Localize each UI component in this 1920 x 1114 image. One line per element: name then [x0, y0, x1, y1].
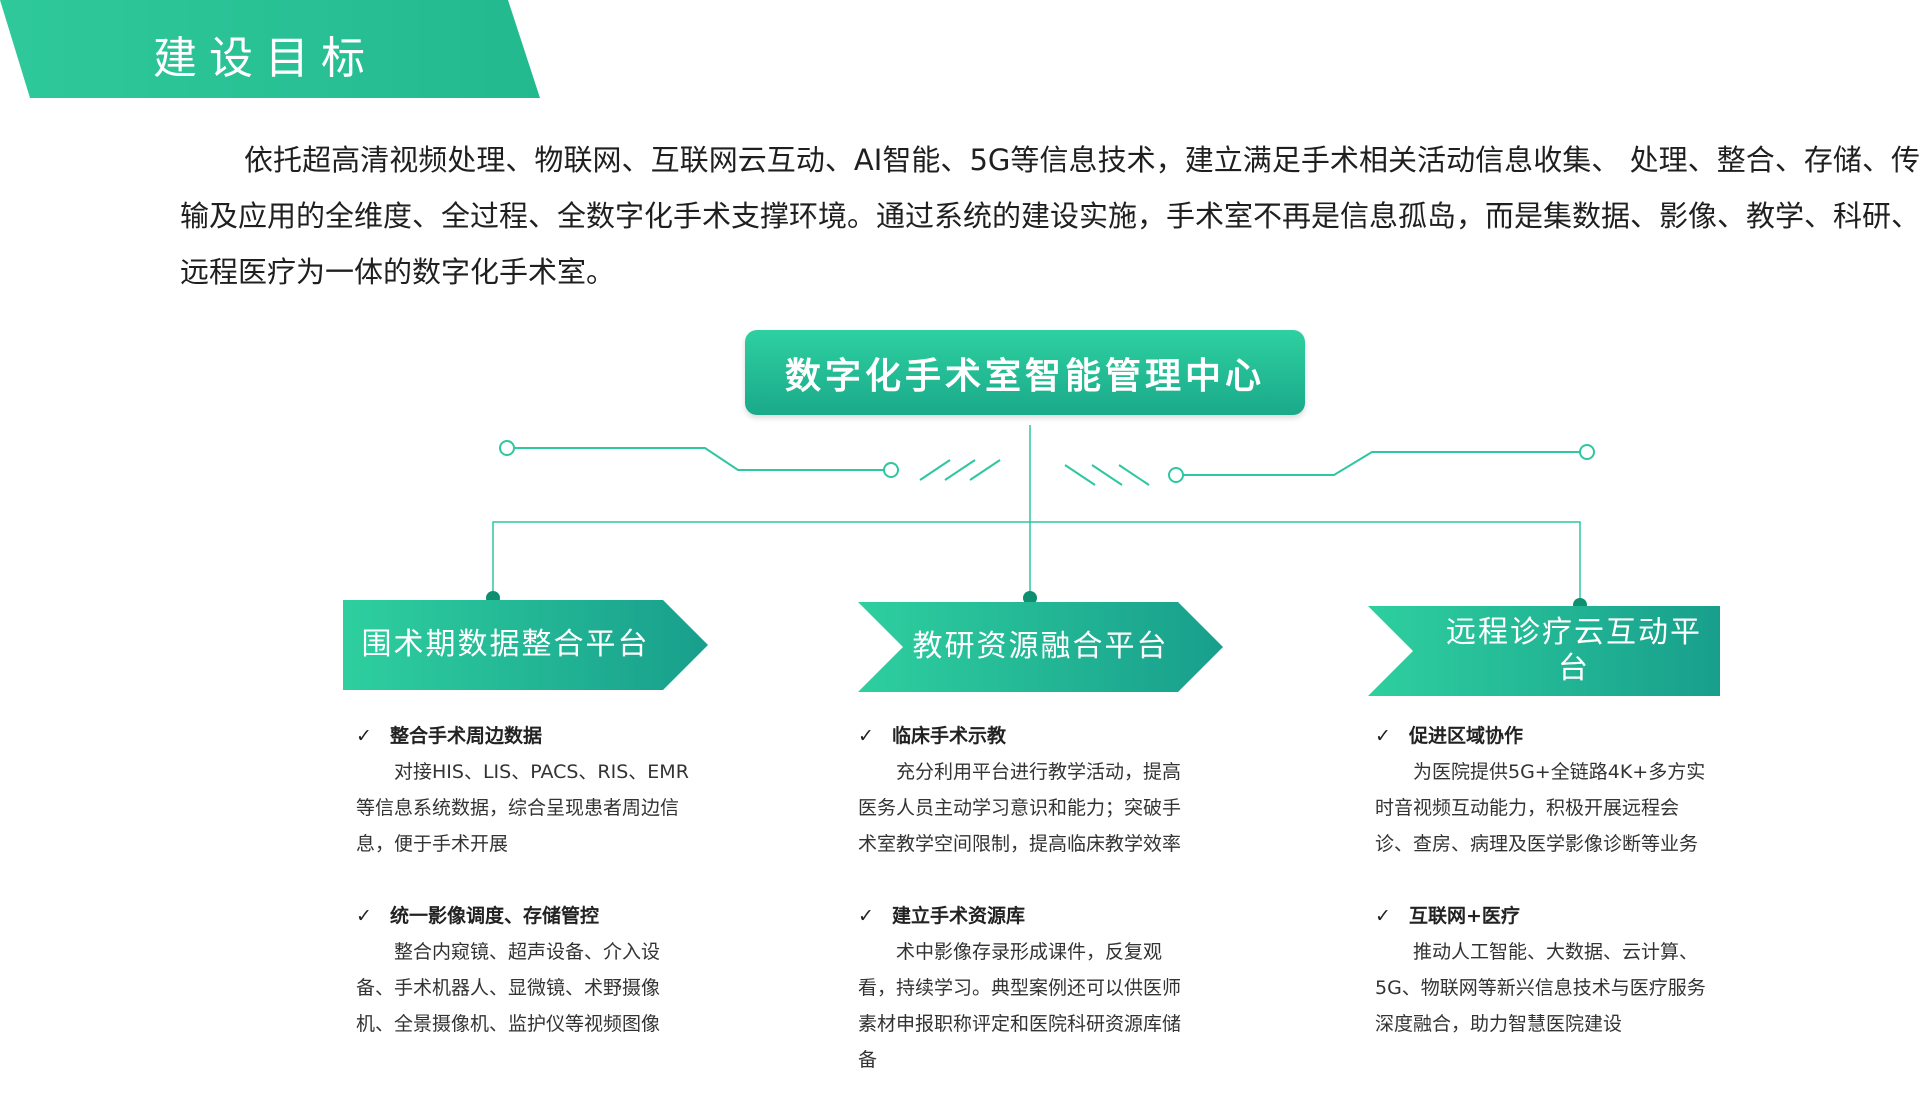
slash-left-3	[969, 459, 1001, 481]
feature-column-1: ✓整合手术周边数据 对接HIS、LIS、PACS、RIS、EMR等信息系统数据，…	[356, 718, 696, 1078]
feature-title: ✓统一影像调度、存储管控	[356, 898, 696, 934]
slash-left-1	[919, 459, 951, 481]
connector-line-right	[1183, 451, 1580, 476]
slash-right-2	[1091, 464, 1123, 486]
feature-desc: 推动人工智能、大数据、云计算、5G、物联网等新兴信息技术与医疗服务深度融合，助力…	[1375, 941, 1706, 1035]
slash-right-3	[1118, 464, 1150, 486]
platform-teaching: 教研资源融合平台	[858, 602, 1223, 692]
feature-title: ✓临床手术示教	[858, 718, 1198, 754]
platform-title: 教研资源融合平台	[912, 629, 1169, 664]
intro-paragraph: 依托超高清视频处理、物联网、互联网云互动、AI智能、5G等信息技术，建立满足手术…	[180, 143, 1920, 289]
feature-desc: 充分利用平台进行教学活动，提高医务人员主动学习意识和能力；突破手术室教学空间限制…	[858, 761, 1182, 855]
branch-line	[492, 521, 1581, 605]
slash-right-1	[1064, 464, 1096, 486]
feature-title: ✓互联网+医疗	[1375, 898, 1715, 934]
feature-column-3: ✓促进区域协作 为医院提供5G+全链路4K+多方实时音视频互动能力，积极开展远程…	[1375, 718, 1715, 1078]
platform-perioperative: 围术期数据整合平台	[343, 600, 708, 690]
center-box: 数字化手术室智能管理中心	[745, 330, 1305, 415]
feature-title: ✓整合手术周边数据	[356, 718, 696, 754]
feature-desc: 整合内窥镜、超声设备、介入设备、手术机器人、显微镜、术野摄像机、全景摄像机、监护…	[356, 941, 661, 1035]
center-title: 数字化手术室智能管理中心	[784, 355, 1265, 397]
connector-diagram	[486, 425, 1595, 612]
platform-remote: 远程诊疗云互动平台	[1368, 606, 1720, 696]
connector-dot-right-inner	[1168, 467, 1184, 483]
platform-title: 远程诊疗云互动平台	[1446, 615, 1702, 686]
check-icon: ✓	[1375, 905, 1391, 927]
check-icon: ✓	[1375, 725, 1391, 747]
feature-title: ✓建立手术资源库	[858, 898, 1198, 934]
platform-title: 围术期数据整合平台	[361, 627, 650, 662]
node-dot-center	[1023, 591, 1037, 605]
feature-column-2: ✓临床手术示教 充分利用平台进行教学活动，提高医务人员主动学习意识和能力；突破手…	[858, 718, 1198, 1114]
check-icon: ✓	[858, 725, 874, 747]
feature-desc: 术中影像存录形成课件，反复观看，持续学习。典型案例还可以供医师素材申报职称评定和…	[858, 941, 1182, 1071]
connector-dot-right-end	[1579, 444, 1595, 460]
slash-left-2	[944, 459, 976, 481]
feature-title: ✓促进区域协作	[1375, 718, 1715, 754]
check-icon: ✓	[356, 725, 372, 747]
feature-desc: 为医院提供5G+全链路4K+多方实时音视频互动能力，积极开展远程会诊、查房、病理…	[1375, 761, 1706, 855]
connector-line-left	[514, 447, 884, 471]
section-banner	[0, 0, 540, 98]
check-icon: ✓	[356, 905, 372, 927]
connector-dot-left-inner	[883, 462, 899, 478]
check-icon: ✓	[858, 905, 874, 927]
connector-dot-left-end	[499, 440, 515, 456]
feature-desc: 对接HIS、LIS、PACS、RIS、EMR等信息系统数据，综合呈现患者周边信息…	[356, 761, 689, 855]
section-title: 建设目标	[153, 33, 377, 84]
